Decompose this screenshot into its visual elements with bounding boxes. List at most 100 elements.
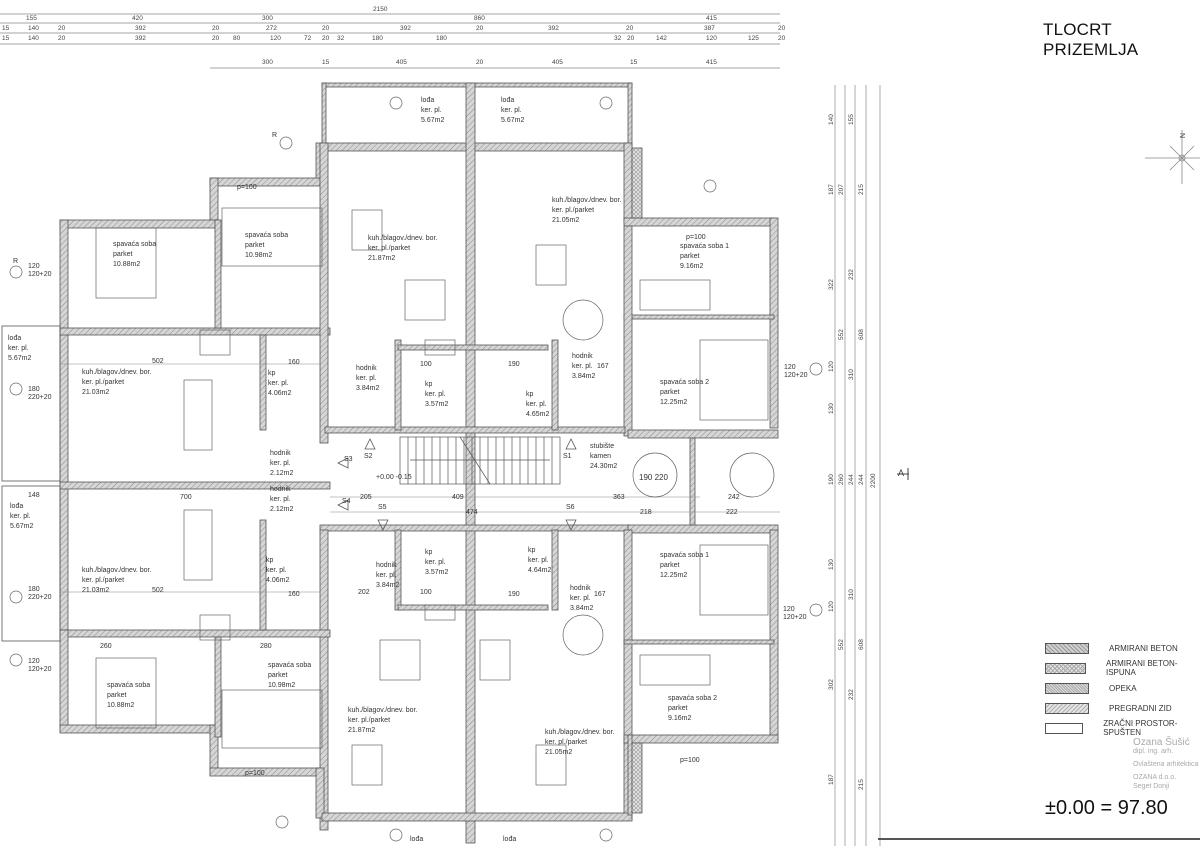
legend-item: ARMIRANI BETON (1045, 638, 1200, 658)
dim-top-row1: 415 (706, 15, 717, 22)
dim-top-row3: 120 (270, 35, 281, 42)
dim-top-row4: 15 (322, 59, 330, 66)
dim-190: 190 (508, 361, 520, 368)
dim-167: 167 (597, 363, 609, 370)
dim-502: 502 (152, 587, 164, 594)
dim-right: 232 (848, 689, 855, 700)
compass-north-label: N (1178, 132, 1186, 139)
dim-top-row3: 32 (337, 35, 345, 42)
parapet-label: p=100 (686, 234, 706, 241)
dim-top-row4: 15 (630, 59, 638, 66)
dim-160: 160 (288, 591, 300, 598)
dim-right: 322 (828, 279, 835, 290)
dim-218: 218 (640, 509, 652, 516)
dim-100: 100 (420, 361, 432, 368)
drawing-title: TLOCRT PRIZEMLJA (1043, 20, 1139, 59)
dim-222: 222 (726, 509, 738, 516)
dim-right: 187 (828, 774, 835, 785)
stair-label-s6: S6 (566, 504, 575, 511)
title-block-divider (878, 838, 1200, 840)
dim-top-row3: 20 (58, 35, 66, 42)
dim-right: 130 (828, 403, 835, 414)
dim-top-row2: 20 (778, 25, 786, 32)
dim-right: 215 (858, 184, 865, 195)
dim-right: 207 (838, 184, 845, 195)
stair-label-s1: S1 (563, 453, 572, 460)
dim-top-row4: 405 (396, 59, 407, 66)
dim-top-row2: 392 (400, 25, 411, 32)
dim-190: 190 (508, 591, 520, 598)
architect-city: Seget Donji (1133, 783, 1170, 790)
legend-item: PREGRADNI ZID (1045, 698, 1200, 718)
dim-top-row3: 20 (627, 35, 635, 42)
level-reference: ±0.00 = 97.80 (1045, 797, 1168, 819)
legend-label: OPEKA (1109, 683, 1137, 693)
dim-top-row2: 15 (2, 25, 10, 32)
dim-right: 190 (828, 474, 835, 485)
legend-item: ARMIRANI BETON-ISPUNA (1045, 658, 1200, 678)
architect-company: OZANA d.o.o. (1133, 774, 1177, 781)
parapet-label: p=100 (680, 757, 700, 764)
architect-name: Ozana Šušić (1133, 737, 1190, 748)
dim-top-row1: 155 (26, 15, 37, 22)
dim-top-row4: 405 (552, 59, 563, 66)
dim-top-row2: 140 (28, 25, 39, 32)
dim-top-row3: 20 (212, 35, 220, 42)
dim-242: 242 (728, 494, 740, 501)
dim-right: 140 (828, 114, 835, 125)
dim-148: 148 (28, 492, 40, 499)
dim-474: 474 (466, 509, 478, 516)
dim-top-row3: 180 (372, 35, 383, 42)
dim-right: 310 (848, 369, 855, 380)
dim-top-row3: 142 (656, 35, 667, 42)
dim-right: 608 (858, 639, 865, 650)
dim-right: 552 (838, 329, 845, 340)
legend: ARMIRANI BETON ARMIRANI BETON-ISPUNA OPE… (1045, 638, 1200, 738)
entrance-door-size: 190 220 (639, 473, 668, 482)
dim-right: 552 (838, 639, 845, 650)
dim-top-row3: 392 (135, 35, 146, 42)
partition-wall-swatch (1045, 702, 1089, 714)
dim-overall: 2150 (373, 6, 388, 13)
dim-409: 409 (452, 494, 464, 501)
dim-160: 160 (288, 359, 300, 366)
dim-363: 363 (613, 494, 625, 501)
room-bottom-loggia-right: lođa (503, 836, 517, 843)
dim-280: 280 (260, 643, 272, 650)
dim-right: 187 (828, 184, 835, 195)
dim-top-row3: 72 (304, 35, 312, 42)
dim-top-row3: 20 (778, 35, 786, 42)
architect-authorization: Ovlaštena arhitektica (1133, 761, 1199, 768)
dim-right: 260 (838, 474, 845, 485)
dim-top-row2: 272 (266, 25, 277, 32)
dim-202: 202 (358, 589, 370, 596)
dim-top-row3: 80 (233, 35, 241, 42)
dim-right: 244 (848, 474, 855, 485)
legend-label: ZRAČNI PROSTOR-SPUŠTEN (1103, 719, 1178, 737)
dim-top-row2: 20 (58, 25, 66, 32)
dim-right: 244 (858, 474, 865, 485)
